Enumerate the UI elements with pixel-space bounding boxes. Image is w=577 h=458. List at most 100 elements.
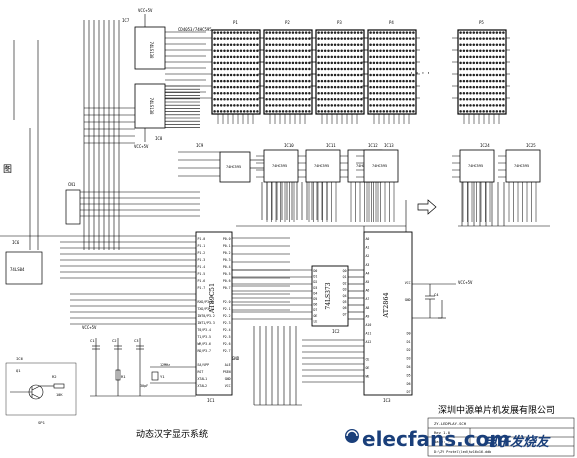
driver-part: 74HC595 bbox=[372, 164, 387, 168]
pin-label: A1 bbox=[366, 246, 370, 250]
mcu-chip: AT89C51 IC1 bbox=[195, 231, 233, 403]
mcu-right-pins: P0.0P0.1P0.2P0.3P0.4P0.5P0.6P0.7P2.0P2.1… bbox=[223, 237, 231, 388]
ic7-label: IC7 bbox=[122, 18, 130, 23]
led-panel-p3: P3 bbox=[310, 20, 368, 124]
pin-label: A5 bbox=[366, 280, 370, 284]
pin-label: A12 bbox=[366, 340, 372, 344]
pin-label: A0 bbox=[366, 237, 370, 241]
led-panel-label: P2 bbox=[285, 20, 290, 25]
led-panel-p2: P2 bbox=[258, 20, 316, 124]
driver-part: 74HC595 bbox=[468, 164, 483, 168]
driver-label: IC12 bbox=[368, 143, 378, 148]
mcu-left-pins: P1.0P1.1P1.2P1.3P1.4P1.5P1.6P1.7RXD/P3.0… bbox=[198, 237, 215, 388]
pin-label: P0.2 bbox=[223, 251, 231, 255]
led-panel-label: P1 bbox=[233, 20, 238, 25]
pin-label: P0.5 bbox=[223, 272, 231, 276]
ic8-part: 74LS138 bbox=[149, 98, 154, 115]
pin-label: XTAL2 bbox=[198, 384, 208, 388]
pin-label: P0.3 bbox=[223, 258, 231, 262]
pin-label: Q6 bbox=[343, 306, 347, 310]
led-panel-pn: P5 bbox=[452, 20, 510, 124]
pin-label: A3 bbox=[366, 263, 370, 267]
latch-part: 74LS373 bbox=[325, 282, 332, 309]
crystal-label: Y1 bbox=[160, 374, 165, 379]
title-block-row2: Rev 1.0 bbox=[434, 430, 451, 435]
pin-label: D5 bbox=[314, 297, 318, 301]
driver-label: IC13 bbox=[384, 143, 394, 148]
ic8-vcc-label: VCC+5V bbox=[134, 144, 149, 149]
q1-label: Q1 bbox=[16, 368, 21, 373]
pin-label: GND bbox=[225, 377, 231, 381]
pin-label: D4 bbox=[314, 291, 318, 295]
ic9-part: 74HC595 bbox=[226, 165, 241, 169]
watermark-logo: elecfans.com 电子发烧友 bbox=[345, 427, 551, 451]
pin-label: A10 bbox=[366, 323, 372, 327]
pin-label: D2 bbox=[314, 280, 318, 284]
pin-label: A2 bbox=[366, 254, 370, 258]
led-panel-p1: P1 bbox=[206, 20, 264, 124]
driver-label: IC10 bbox=[284, 143, 294, 148]
led-panel-label: P4 bbox=[389, 20, 394, 25]
pin-label: RST bbox=[198, 370, 204, 374]
pin-label: Q0 bbox=[343, 269, 347, 273]
pin-label: Q4 bbox=[343, 294, 347, 298]
diagram-title: 动态汉字显示系统 bbox=[136, 428, 208, 440]
pin-label: P1.5 bbox=[198, 272, 206, 276]
gnd-net-mcu: GND bbox=[232, 356, 240, 361]
driver-part: 74HC595 bbox=[272, 164, 287, 168]
pin-label: T1/P3.5 bbox=[198, 335, 212, 339]
pin-label: P2.4 bbox=[223, 328, 231, 332]
pin-label: D6 bbox=[407, 382, 411, 386]
left-ic-part: 74LS04 bbox=[10, 267, 25, 272]
pin-label: INT1/P3.3 bbox=[198, 321, 215, 325]
pin-label: WE bbox=[366, 375, 370, 379]
pin-label: ALE bbox=[225, 363, 231, 367]
latch-chip: 74LS373 IC2 bbox=[311, 265, 349, 334]
led-panel-row: P1 P2 P3 P4 P5 bbox=[206, 20, 510, 124]
pin-label: LE bbox=[314, 319, 318, 323]
pin-label: OE bbox=[314, 314, 318, 318]
watermark-text: elecfans.com bbox=[362, 427, 510, 451]
pin-label: Q3 bbox=[343, 288, 347, 292]
pin-label: VCC bbox=[405, 281, 411, 285]
pin-label: P1.7 bbox=[198, 286, 206, 290]
buzzer-label: SP1 bbox=[38, 420, 46, 425]
led-panel-pins bbox=[452, 37, 510, 124]
pin-label: T0/P3.4 bbox=[198, 328, 212, 332]
pin-label: INT0/P3.2 bbox=[198, 314, 215, 318]
latch-label: IC2 bbox=[332, 329, 340, 334]
pin-label: P2.6 bbox=[223, 342, 231, 346]
driver-part: 74HC595 bbox=[514, 164, 529, 168]
pin-label: P1.3 bbox=[198, 258, 206, 262]
pin-label: P2.2 bbox=[223, 314, 231, 318]
led-dot-grid bbox=[317, 31, 363, 113]
pin-label: D7 bbox=[407, 390, 411, 394]
ic7-part: 74LS138 bbox=[149, 42, 154, 59]
left-ic-label: IC6 bbox=[12, 240, 20, 245]
pin-label: D2 bbox=[407, 348, 411, 352]
r2-label: R2 bbox=[52, 374, 57, 379]
ic7-decoder: IC7 74LS138 bbox=[122, 18, 166, 70]
pin-label: D5 bbox=[407, 373, 411, 377]
pin-label: D4 bbox=[407, 365, 411, 369]
pin-label: Q2 bbox=[343, 281, 347, 285]
reset-and-clock-circuit bbox=[90, 338, 196, 397]
driver-label: IC11 bbox=[326, 143, 336, 148]
pin-label: CE bbox=[366, 357, 370, 361]
continuation-arrow bbox=[417, 199, 437, 215]
title-block-row3: Date: ... bbox=[434, 439, 455, 444]
led-dot-grid bbox=[265, 31, 311, 113]
vcc-net-right: VCC+5V bbox=[458, 280, 473, 285]
pin-label: PSEN bbox=[223, 370, 231, 374]
left-title-fragment: 图 bbox=[3, 164, 12, 175]
mcu-part: AT89C51 bbox=[208, 283, 216, 314]
pin-label: P2.5 bbox=[223, 335, 231, 339]
led-panel-p4: P4 bbox=[362, 20, 420, 124]
